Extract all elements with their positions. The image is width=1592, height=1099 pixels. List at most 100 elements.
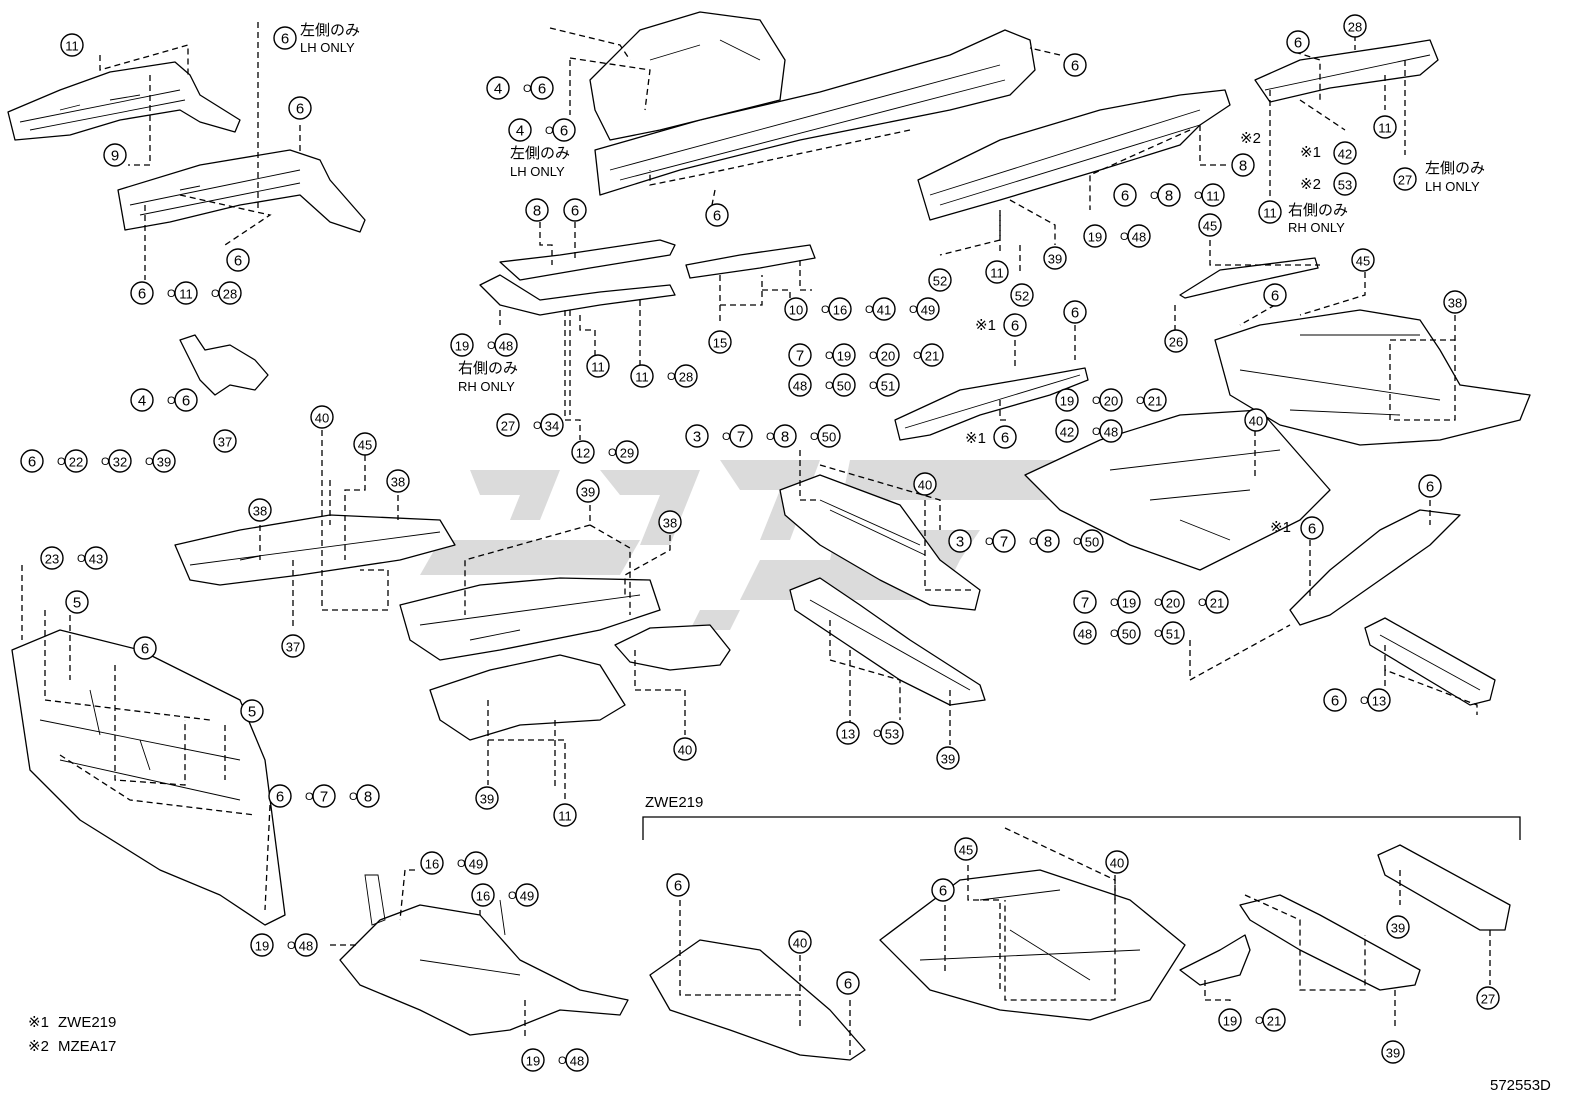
part-callout-6[interactable]: 6 [563, 198, 587, 222]
part-callout-21[interactable]: 21 [1262, 1008, 1286, 1032]
part-callout-39[interactable]: 39 [576, 479, 600, 503]
part-callout-6[interactable]: 6 [530, 76, 554, 100]
part-callout-45[interactable]: 45 [1198, 213, 1222, 237]
part-callout-28[interactable]: 28 [218, 281, 242, 305]
part-callout-39[interactable]: 39 [152, 449, 176, 473]
part-callout-6[interactable]: 6 [993, 425, 1017, 449]
part-callout-6[interactable]: 6 [1003, 313, 1027, 337]
part-callout-49[interactable]: 49 [464, 851, 488, 875]
part-callout-6[interactable]: 6 [1063, 300, 1087, 324]
part-callout-19[interactable]: 19 [1117, 590, 1141, 614]
part-callout-11[interactable]: 11 [1201, 183, 1225, 207]
part-callout-40[interactable]: 40 [673, 737, 697, 761]
part-callout-50[interactable]: 50 [832, 373, 856, 397]
part-callout-4[interactable]: 4 [486, 76, 510, 100]
part-callout-53[interactable]: 53 [880, 721, 904, 745]
part-callout-8[interactable]: 8 [1157, 183, 1181, 207]
part-callout-40[interactable]: 40 [1244, 408, 1268, 432]
part-callout-52[interactable]: 52 [1010, 283, 1034, 307]
part-callout-19[interactable]: 19 [521, 1048, 545, 1072]
part-callout-9[interactable]: 9 [103, 143, 127, 167]
part-callout-11[interactable]: 11 [553, 803, 577, 827]
part-callout-6[interactable]: 6 [1323, 688, 1347, 712]
part-callout-5[interactable]: 5 [65, 590, 89, 614]
part-callout-48[interactable]: 48 [1099, 419, 1123, 443]
part-callout-6[interactable]: 6 [288, 96, 312, 120]
part-callout-52[interactable]: 52 [928, 268, 952, 292]
part-callout-21[interactable]: 21 [1143, 388, 1167, 412]
part-callout-7[interactable]: 7 [1073, 590, 1097, 614]
part-callout-6[interactable]: 6 [226, 248, 250, 272]
part-callout-6[interactable]: 6 [174, 388, 198, 412]
part-callout-6[interactable]: 6 [931, 878, 955, 902]
part-callout-27[interactable]: 27 [496, 413, 520, 437]
part-callout-11[interactable]: 11 [985, 260, 1009, 284]
part-callout-7[interactable]: 7 [788, 343, 812, 367]
part-callout-3[interactable]: 3 [948, 529, 972, 553]
part-callout-20[interactable]: 20 [876, 343, 900, 367]
part-callout-34[interactable]: 34 [540, 413, 564, 437]
part-callout-11[interactable]: 11 [60, 33, 84, 57]
part-callout-37[interactable]: 37 [213, 429, 237, 453]
part-callout-16[interactable]: 16 [828, 297, 852, 321]
part-callout-38[interactable]: 38 [248, 498, 272, 522]
part-callout-42[interactable]: 42 [1333, 141, 1357, 165]
part-callout-11[interactable]: 11 [1258, 200, 1282, 224]
part-callout-27[interactable]: 27 [1393, 167, 1417, 191]
part-callout-11[interactable]: 11 [586, 354, 610, 378]
part-callout-7[interactable]: 7 [992, 529, 1016, 553]
part-callout-12[interactable]: 12 [571, 440, 595, 464]
part-callout-37[interactable]: 37 [281, 634, 305, 658]
part-callout-10[interactable]: 10 [784, 297, 808, 321]
part-callout-21[interactable]: 21 [1205, 590, 1229, 614]
part-callout-6[interactable]: 6 [20, 449, 44, 473]
part-callout-26[interactable]: 26 [1164, 329, 1188, 353]
part-callout-39[interactable]: 39 [1386, 915, 1410, 939]
part-callout-8[interactable]: 8 [356, 784, 380, 808]
part-callout-8[interactable]: 8 [525, 198, 549, 222]
part-callout-45[interactable]: 45 [1351, 248, 1375, 272]
part-callout-41[interactable]: 41 [872, 297, 896, 321]
part-callout-3[interactable]: 3 [685, 424, 709, 448]
part-callout-13[interactable]: 13 [836, 721, 860, 745]
part-callout-6[interactable]: 6 [1113, 183, 1137, 207]
part-callout-6[interactable]: 6 [552, 118, 576, 142]
part-callout-6[interactable]: 6 [268, 784, 292, 808]
part-callout-20[interactable]: 20 [1099, 388, 1123, 412]
part-callout-40[interactable]: 40 [310, 405, 334, 429]
part-callout-42[interactable]: 42 [1055, 419, 1079, 443]
part-callout-6[interactable]: 6 [1286, 30, 1310, 54]
part-callout-38[interactable]: 38 [386, 469, 410, 493]
part-callout-45[interactable]: 45 [353, 432, 377, 456]
part-callout-38[interactable]: 38 [1443, 290, 1467, 314]
part-callout-5[interactable]: 5 [240, 699, 264, 723]
part-callout-6[interactable]: 6 [1263, 283, 1287, 307]
part-callout-53[interactable]: 53 [1333, 172, 1357, 196]
part-callout-19[interactable]: 19 [1083, 224, 1107, 248]
part-callout-6[interactable]: 6 [836, 971, 860, 995]
part-callout-11[interactable]: 11 [174, 281, 198, 305]
part-callout-28[interactable]: 28 [674, 364, 698, 388]
part-callout-16[interactable]: 16 [420, 851, 444, 875]
part-callout-40[interactable]: 40 [913, 472, 937, 496]
part-callout-50[interactable]: 50 [817, 424, 841, 448]
part-callout-51[interactable]: 51 [876, 373, 900, 397]
part-callout-8[interactable]: 8 [1231, 153, 1255, 177]
part-callout-39[interactable]: 39 [1381, 1040, 1405, 1064]
part-callout-51[interactable]: 51 [1161, 621, 1185, 645]
part-callout-19[interactable]: 19 [250, 933, 274, 957]
part-callout-13[interactable]: 13 [1367, 688, 1391, 712]
part-callout-48[interactable]: 48 [788, 373, 812, 397]
part-callout-40[interactable]: 40 [1105, 850, 1129, 874]
part-callout-6[interactable]: 6 [133, 636, 157, 660]
part-callout-15[interactable]: 15 [708, 330, 732, 354]
part-callout-7[interactable]: 7 [312, 784, 336, 808]
part-callout-11[interactable]: 11 [1373, 115, 1397, 139]
part-callout-49[interactable]: 49 [515, 883, 539, 907]
part-callout-16[interactable]: 16 [471, 883, 495, 907]
part-callout-49[interactable]: 49 [916, 297, 940, 321]
part-callout-39[interactable]: 39 [1043, 246, 1067, 270]
part-callout-48[interactable]: 48 [294, 933, 318, 957]
part-callout-6[interactable]: 6 [705, 203, 729, 227]
part-callout-48[interactable]: 48 [494, 333, 518, 357]
